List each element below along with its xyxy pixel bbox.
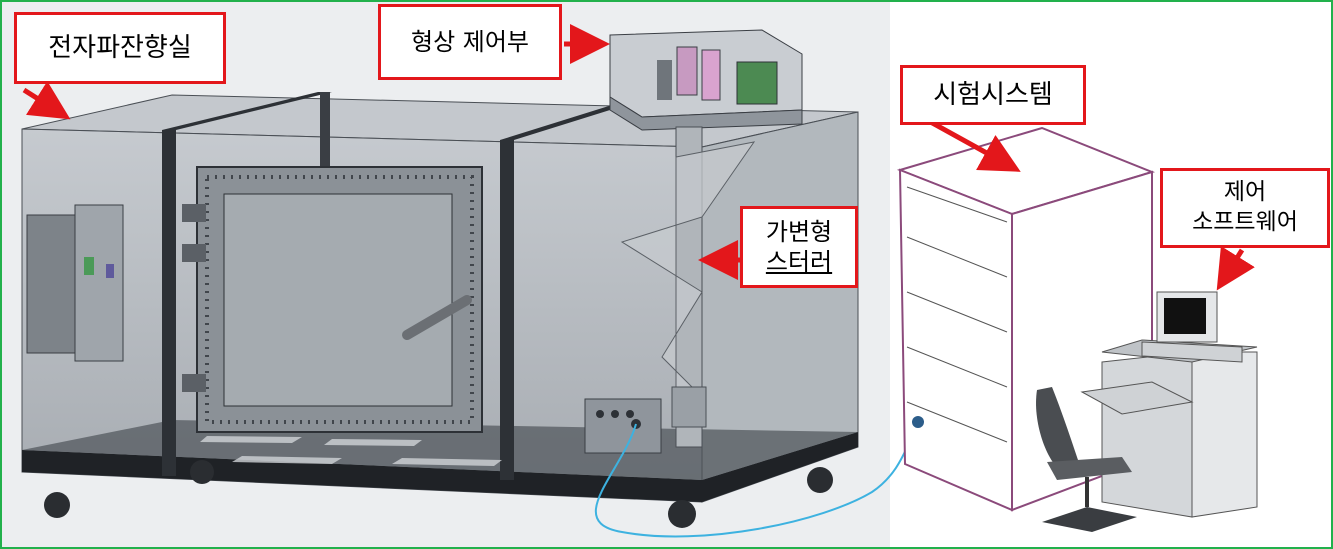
label-stirrer-line1: 가변형: [765, 218, 833, 246]
label-chamber: 전자파잔향실: [14, 12, 226, 84]
workstation: [1036, 291, 1258, 532]
label-stirrer-line2: 스터러: [765, 248, 833, 276]
label-control-software: 제어 소프트웨어: [1160, 168, 1330, 248]
label-stirrer: 가변형 스터러: [740, 206, 858, 288]
chamber-base: [22, 432, 858, 502]
arrow-chamber: [22, 81, 71, 120]
wheels: [44, 460, 833, 528]
chamber-door: [182, 166, 483, 433]
shape-controller-box: [609, 29, 803, 131]
rf-cable: [595, 421, 921, 538]
label-test-system: 시험시스템: [900, 65, 1086, 125]
label-control-software-line1: 제어: [1223, 179, 1267, 205]
post-left: [162, 130, 176, 476]
label-test-system-text: 시험시스템: [933, 80, 1053, 110]
callout-arrows: [22, 24, 1255, 291]
post-mid: [500, 140, 514, 480]
beam-top-mid: [500, 100, 642, 140]
label-shape-controller-text: 형상 제어부: [410, 28, 530, 56]
arrow-test-system: [925, 117, 1021, 172]
variable-stirrer: [620, 126, 756, 448]
label-shape-controller: 형상 제어부: [378, 4, 562, 80]
arrow-control-software: [1216, 245, 1255, 291]
connector-plate: [584, 398, 662, 454]
side-connector-panel: [26, 204, 124, 362]
label-chamber-text: 전자파잔향실: [48, 33, 192, 63]
beam-top-left: [162, 92, 332, 130]
label-control-software-line2: 소프트웨어: [1192, 209, 1298, 235]
